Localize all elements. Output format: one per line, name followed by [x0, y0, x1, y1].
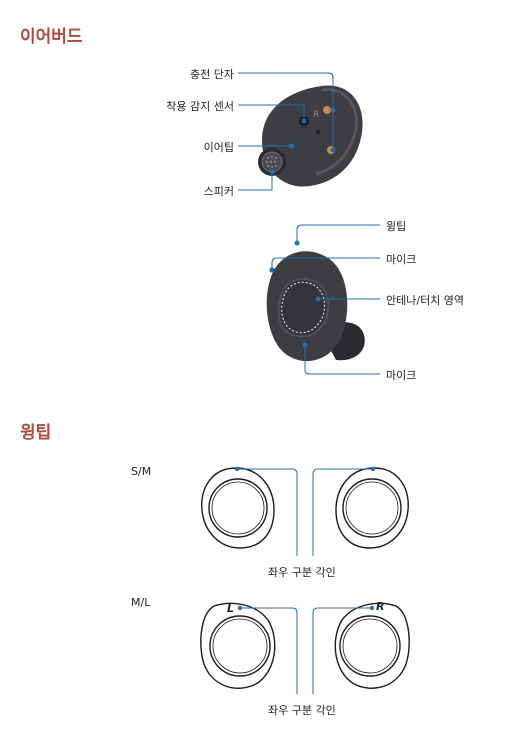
label-lr-mark-ml: 좌우 구분 각인 [268, 704, 336, 717]
charging-contact-1 [323, 106, 331, 114]
label-mic-top: 마이크 [386, 253, 417, 266]
label-antenna-touch: 안테나/터치 영역 [386, 294, 465, 307]
label-size-sm: S/M [131, 465, 152, 478]
wingtip-sm-left [201, 467, 275, 549]
wingtip-callouts [237, 468, 373, 694]
label-speaker: 스피커 [203, 185, 234, 198]
wingtip-ml-left [200, 602, 276, 689]
label-wingtip: 윙팁 [386, 220, 407, 233]
touch-area [277, 277, 330, 338]
earbud-inner-view: R [258, 85, 363, 187]
wingtip-left-letter: L [227, 602, 235, 615]
label-mic-bottom: 마이크 [386, 369, 417, 382]
earbud-section-title: 이어버드 [20, 27, 83, 47]
wingtip-right-letter: R [376, 600, 385, 613]
callout-dots [269, 107, 336, 348]
label-size-ml: M/L [131, 596, 151, 609]
wingtip-section-title: 윙팁 [20, 423, 52, 443]
label-eartip: 이어팁 [203, 141, 234, 154]
label-lr-mark-sm: 좌우 구분 각인 [268, 566, 336, 579]
callout-lines [238, 72, 380, 375]
label-wear-sensor: 착용 감지 센서 [166, 100, 234, 113]
svg-text:R: R [313, 110, 319, 120]
label-charging-terminal: 충전 단자 [190, 68, 234, 81]
wingtip-ml-right [334, 602, 410, 689]
wingtip-sm-right [335, 467, 409, 549]
earbud-outer-view [266, 251, 365, 362]
